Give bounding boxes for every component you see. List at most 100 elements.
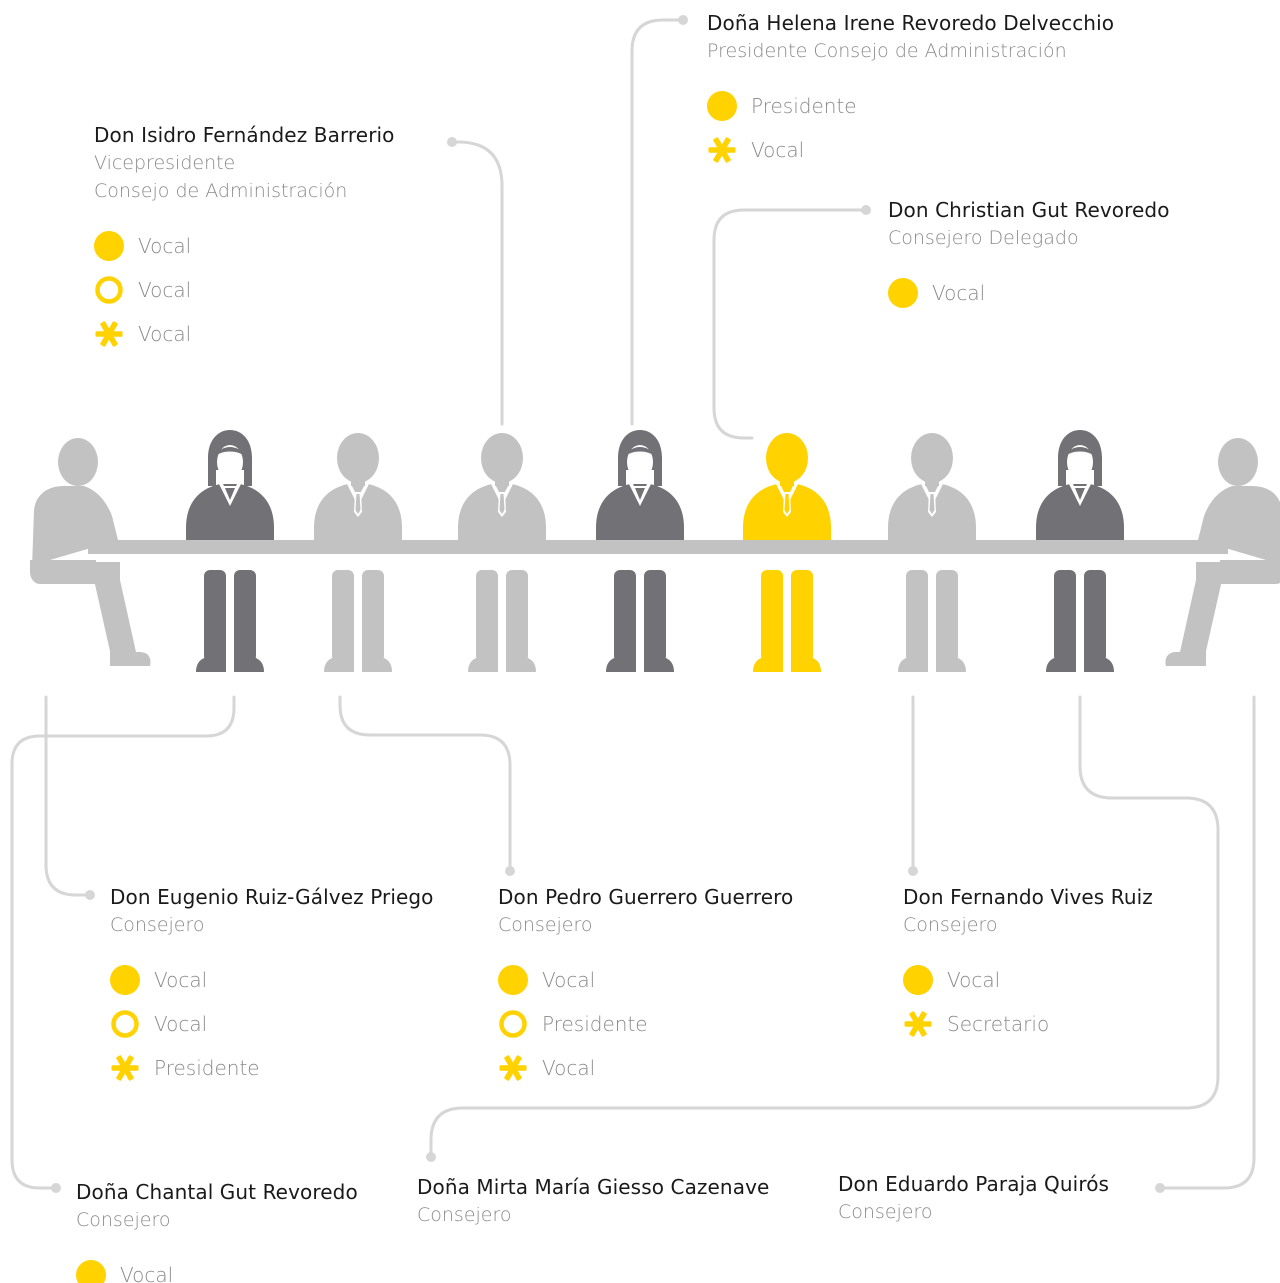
committee-role-label: Vocal [154, 1012, 208, 1036]
member-role: Consejero Delegado [888, 227, 1079, 249]
filled-circle-icon [707, 91, 737, 121]
committee-role-label: Presidente [751, 94, 857, 118]
asterisk-icon [94, 319, 124, 349]
member-role: Consejo de Administración [94, 180, 348, 202]
member-role: Presidente Consejo de Administración [707, 40, 1067, 62]
asterisk-icon [903, 1009, 933, 1039]
person-figure [1165, 438, 1280, 666]
connector-christian [712, 205, 871, 440]
committee-role-label: Vocal [120, 1263, 174, 1283]
person-figure [458, 433, 546, 672]
connector-dot [678, 15, 688, 25]
committee-role-label: Secretario [947, 1012, 1050, 1036]
committee-item: Vocal [498, 1046, 793, 1090]
member-name: Doña Mirta María Giesso Cazenave [417, 1175, 770, 1199]
member-name: Don Eduardo Paraja Quirós [838, 1172, 1110, 1196]
connector-mirta [426, 695, 1220, 1162]
person-figure [743, 433, 831, 672]
committee-role-label: Vocal [542, 1056, 596, 1080]
hollow-circle-icon [94, 275, 124, 305]
committee-role-label: Vocal [542, 968, 596, 992]
committee-role-label: Vocal [138, 234, 192, 258]
committee-item: Vocal [94, 312, 395, 356]
committee-item: Presidente [110, 1046, 434, 1090]
connector-pedro [338, 695, 515, 876]
table-gap [96, 554, 1220, 562]
committee-item: Secretario [903, 1002, 1153, 1046]
committee-item: Vocal [888, 271, 1170, 315]
asterisk-icon [707, 135, 737, 165]
person-figure [596, 430, 684, 672]
connector-eduardo [1155, 695, 1256, 1193]
person-figure [1036, 430, 1124, 672]
committee-item: Vocal [498, 958, 793, 1002]
member-name: Doña Chantal Gut Revoredo [76, 1180, 358, 1204]
filled-circle-icon [888, 278, 918, 308]
committee-item: Presidente [498, 1002, 793, 1046]
asterisk-icon [498, 1053, 528, 1083]
committee-item: Vocal [110, 958, 434, 1002]
filled-circle-icon [110, 965, 140, 995]
connector-helena [630, 15, 688, 426]
committee-item: Vocal [903, 958, 1153, 1002]
table-top [88, 540, 1228, 554]
member-name: Don Isidro Fernández Barrerio [94, 123, 395, 147]
connector-dot [1155, 1183, 1165, 1193]
committee-role-label: Vocal [138, 278, 192, 302]
committee-item: Vocal [94, 224, 395, 268]
connector-dot [908, 866, 918, 876]
committee-role-label: Vocal [947, 968, 1001, 992]
connector-dot [861, 205, 871, 215]
member-role: Consejero [498, 914, 593, 936]
person-figure [186, 430, 274, 672]
person-figure [30, 438, 151, 666]
connector-dot [51, 1183, 61, 1193]
member-role: Vicepresidente [94, 152, 236, 174]
filled-circle-icon [76, 1260, 106, 1283]
committee-item: Vocal [94, 268, 395, 312]
member-name: Don Christian Gut Revoredo [888, 198, 1170, 222]
connector-isidro [447, 137, 504, 426]
connector-chantal [10, 695, 236, 1193]
committee-item: Vocal [110, 1002, 434, 1046]
committee-role-label: Vocal [138, 322, 192, 346]
filled-circle-icon [903, 965, 933, 995]
filled-circle-icon [94, 231, 124, 261]
connector-lines [10, 15, 1256, 1193]
committee-list: Vocal [888, 271, 1170, 315]
board-members-figures [30, 430, 1280, 672]
connector-dot [426, 1152, 436, 1162]
member-name: Doña Helena Irene Revoredo Delvecchio [707, 11, 1115, 35]
committee-item: Presidente [707, 84, 1114, 128]
committee-role-label: Vocal [932, 281, 986, 305]
member-name: Don Pedro Guerrero Guerrero [498, 885, 794, 909]
person-figure [314, 433, 402, 672]
filled-circle-icon [498, 965, 528, 995]
member-role: Consejero [76, 1209, 171, 1231]
committee-role-label: Vocal [751, 138, 805, 162]
member-name: Don Eugenio Ruiz-Gálvez Priego [110, 885, 434, 909]
member-name: Don Fernando Vives Ruiz [903, 885, 1153, 909]
committee-item: Vocal [76, 1253, 358, 1283]
member-role: Consejero [417, 1204, 512, 1226]
committee-role-label: Vocal [154, 968, 208, 992]
hollow-circle-icon [110, 1009, 140, 1039]
connector-fernando [908, 695, 918, 876]
committee-role-label: Presidente [154, 1056, 260, 1080]
connector-eugenio [44, 695, 95, 900]
member-role: Consejero [110, 914, 205, 936]
